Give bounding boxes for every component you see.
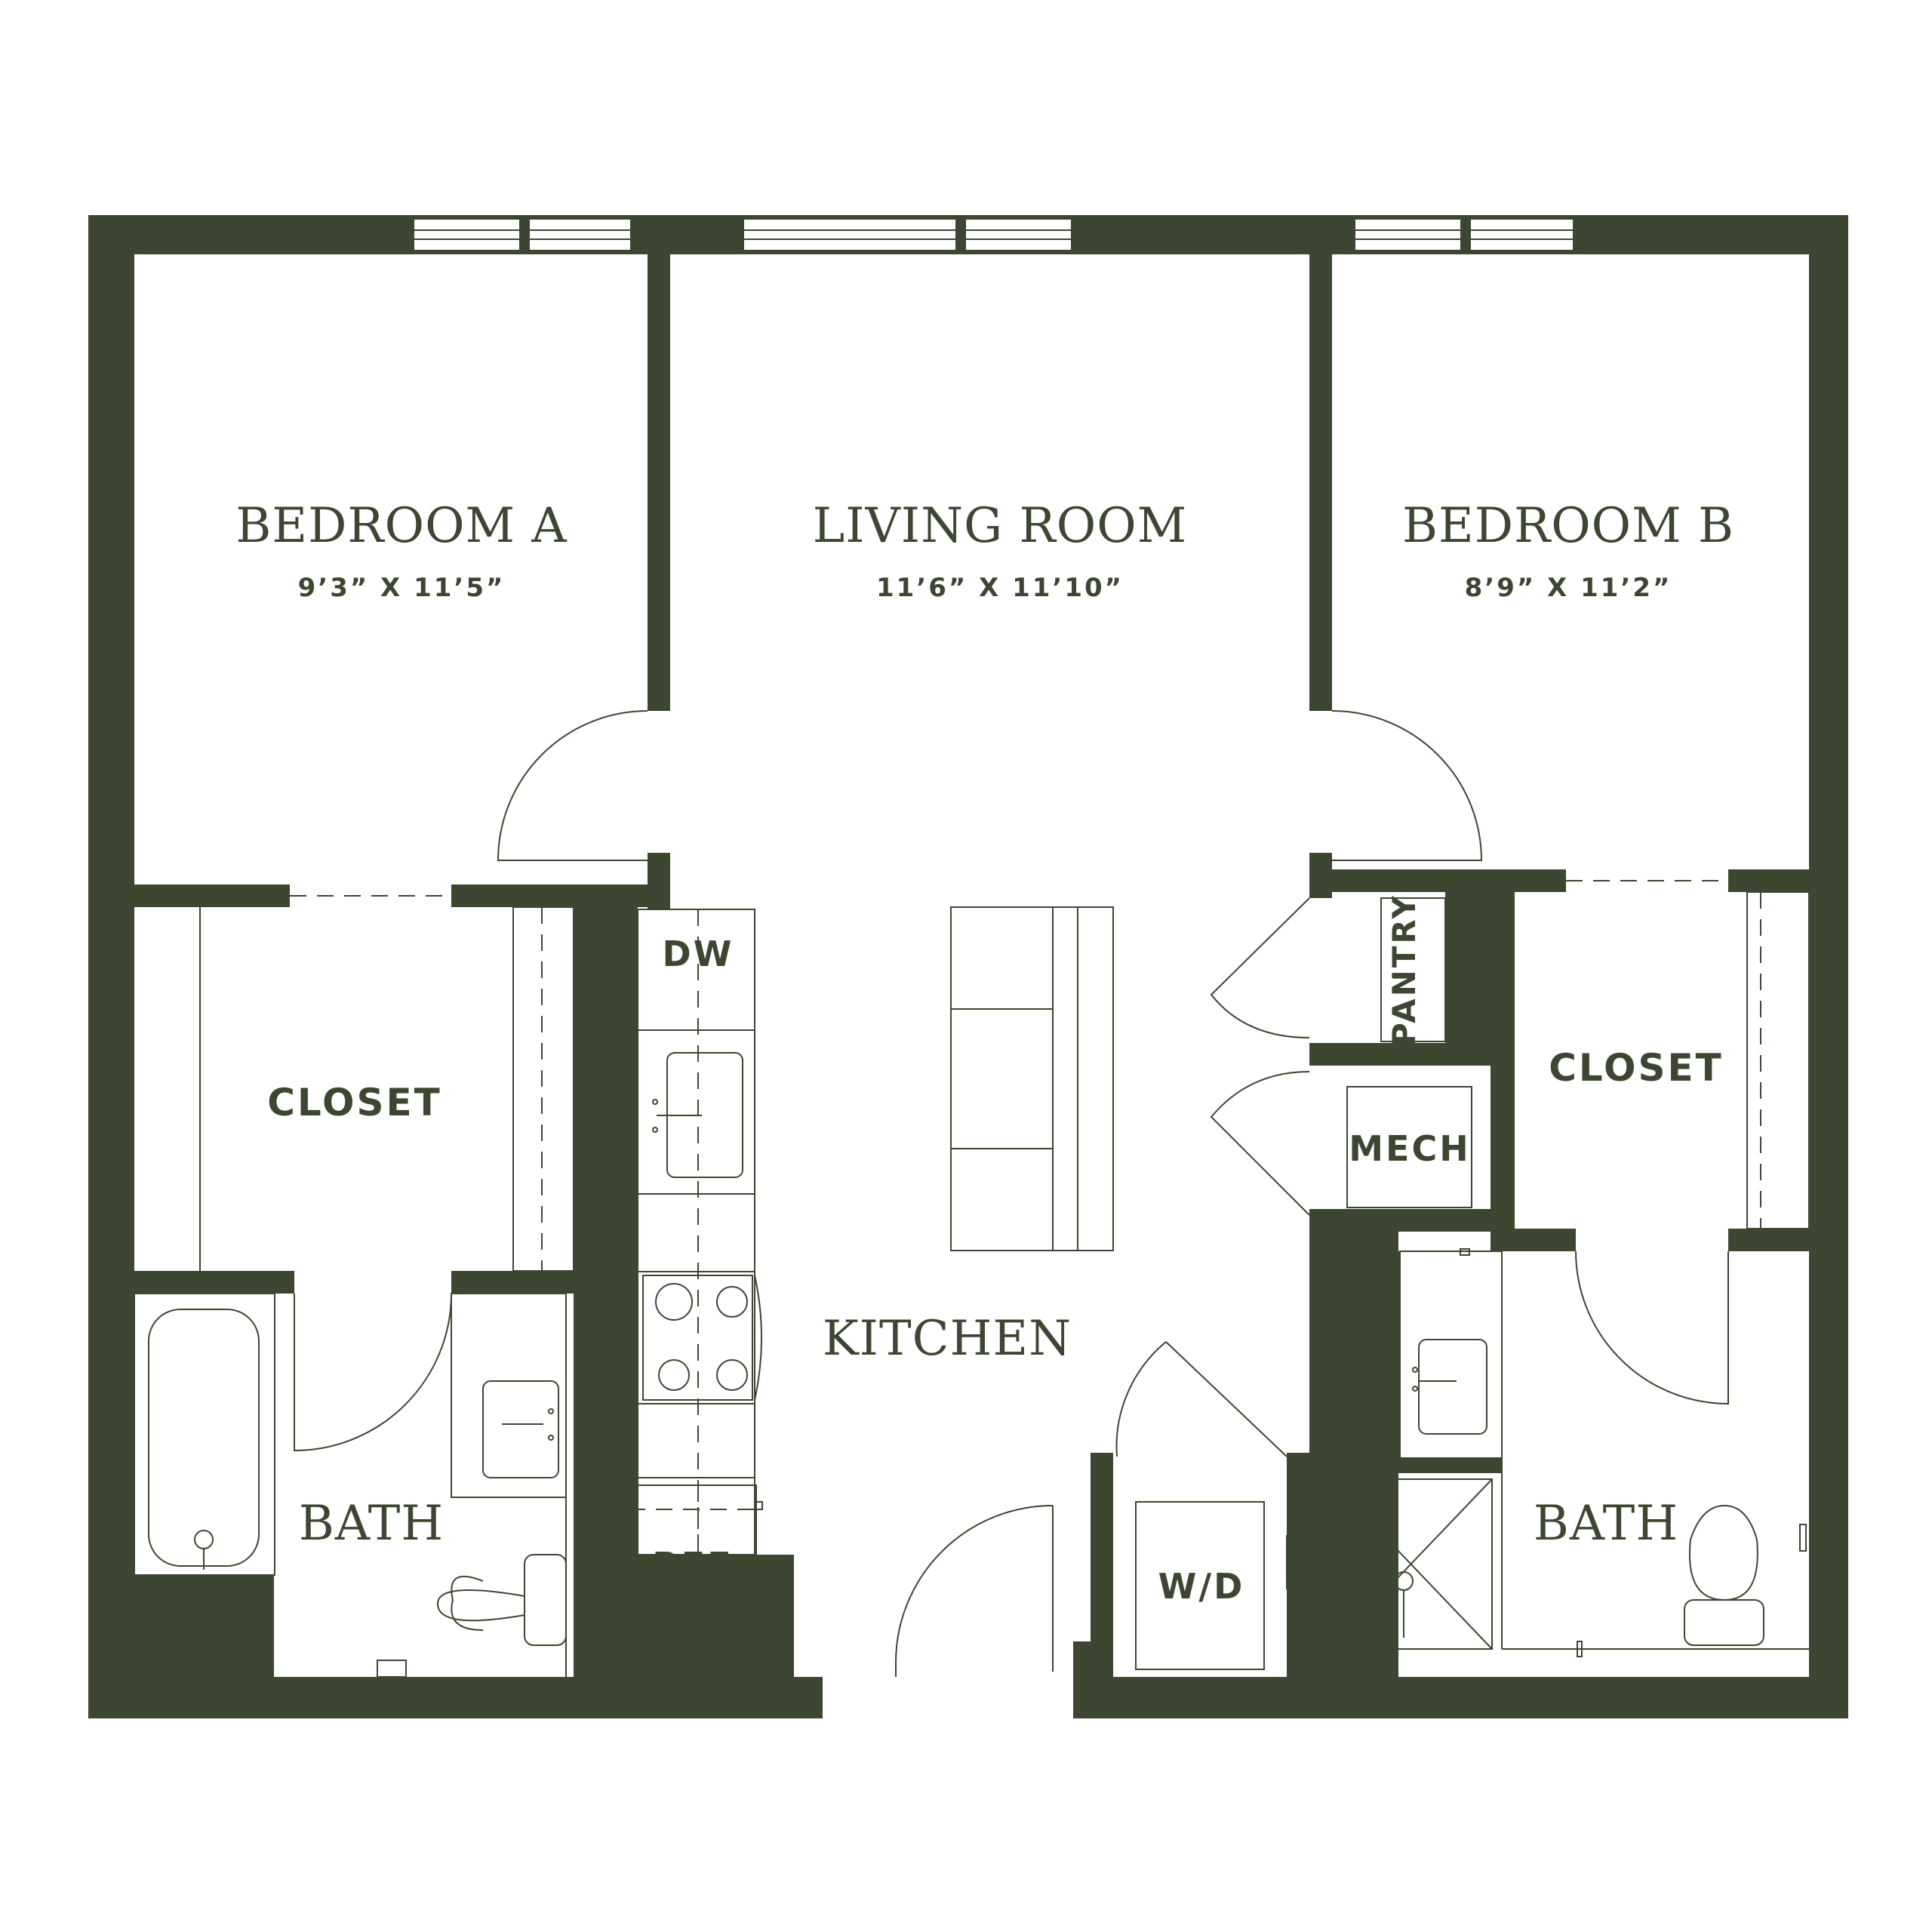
bath-left-corner-block — [88, 1575, 274, 1718]
bath-right-fixtures — [1329, 1248, 1809, 1713]
fixture-label-ref: REF — [652, 1545, 733, 1586]
bath-left-sink-icon — [482, 1380, 559, 1478]
kitchen-counter — [601, 906, 1114, 1644]
door-entry — [895, 1505, 1054, 1677]
bedroom-a-bottom-wall — [134, 884, 290, 907]
ref-bottom-wall — [574, 1555, 794, 1718]
right-bath-chase — [1309, 1232, 1398, 1718]
room-name-bedroom-a: BEDROOM A — [235, 498, 567, 554]
room-name-kitchen: KITCHEN — [823, 1311, 1072, 1367]
closet-b-bottom-wall-right — [1728, 1229, 1809, 1251]
partition-bedroom-a-living — [648, 254, 670, 711]
room-name-closet-right: CLOSET — [1549, 1046, 1724, 1090]
door-bedroom-a — [497, 710, 648, 861]
windows — [413, 218, 1574, 251]
room-name-bath-right: BATH — [1534, 1496, 1678, 1552]
mech-top-wall — [1309, 1043, 1515, 1066]
bathtub-icon — [134, 1293, 275, 1576]
exterior-wall-left — [88, 215, 134, 1718]
window-bedroom-b — [1354, 218, 1574, 251]
closet-b-bottom-wall — [1491, 1229, 1576, 1251]
mech-unit-icon — [1346, 1086, 1472, 1208]
walls — [88, 215, 1848, 1718]
kitchen-island — [950, 906, 1114, 1251]
window-living-room — [743, 218, 1072, 251]
fixture-label-wd: W/D — [1158, 1566, 1245, 1607]
door-mech — [1210, 1071, 1310, 1216]
doors — [294, 710, 1729, 1677]
exterior-wall-bottom-right — [1087, 1677, 1848, 1718]
room-dims-living-room: 11’6” X 11’10” — [876, 573, 1124, 603]
closet-b-left-wall — [1491, 869, 1515, 1232]
room-name-bath-left: BATH — [299, 1496, 444, 1552]
washer-dryer-icon — [1135, 1501, 1265, 1670]
door-wd — [1115, 1341, 1167, 1457]
mech-bottom-wall — [1309, 1209, 1515, 1232]
room-name-bedroom-b: BEDROOM B — [1402, 498, 1734, 554]
door-closet-b-bath — [1575, 1251, 1729, 1405]
toilet-right-icon — [1684, 1504, 1764, 1646]
refrigerator-icon — [601, 1484, 757, 1644]
bedroom-b-bottom-wall-right — [1728, 869, 1809, 892]
shower-icon — [1329, 1478, 1493, 1650]
bedroom-b-bottom-wall — [1309, 869, 1566, 892]
door-pantry — [1210, 897, 1310, 1038]
bath-right-sink-icon — [1418, 1339, 1487, 1435]
door-bedroom-b — [1331, 710, 1483, 861]
window-bedroom-a — [413, 218, 632, 251]
room-name-closet-left: CLOSET — [267, 1081, 442, 1124]
fixture-label-pantry: PANTRY — [1386, 894, 1423, 1046]
pantry-left-stub — [1309, 853, 1332, 898]
labels: BEDROOM A 9’3” X 11’5” LIVING ROOM 11’6”… — [235, 498, 1734, 1607]
closet-a-bottom-wall-right — [451, 1271, 574, 1294]
door-closet-a-bath — [294, 1293, 452, 1452]
exterior-wall-right — [1809, 215, 1848, 1718]
wd-right-wall — [1287, 1453, 1309, 1718]
range-icon — [642, 1275, 762, 1401]
closet-sliders — [199, 880, 1810, 1272]
shower-top-wall — [1309, 1458, 1502, 1473]
toilet-left-icon — [436, 1554, 567, 1646]
bath-left-fixtures — [134, 1293, 567, 1678]
room-name-living-room: LIVING ROOM — [813, 498, 1187, 554]
pantry-shelf — [1380, 897, 1446, 1042]
room-dims-bedroom-b: 8’9” X 11’2” — [1465, 573, 1672, 603]
partition-living-bedroom-b — [1309, 254, 1332, 711]
kitchen-entry-right-stub — [1073, 1641, 1112, 1718]
room-dims-bedroom-a: 9’3” X 11’5” — [298, 573, 506, 603]
fixture-label-mech: MECH — [1349, 1128, 1470, 1169]
fixture-label-dw: DW — [663, 934, 734, 974]
closet-a-bottom-wall — [134, 1271, 294, 1294]
